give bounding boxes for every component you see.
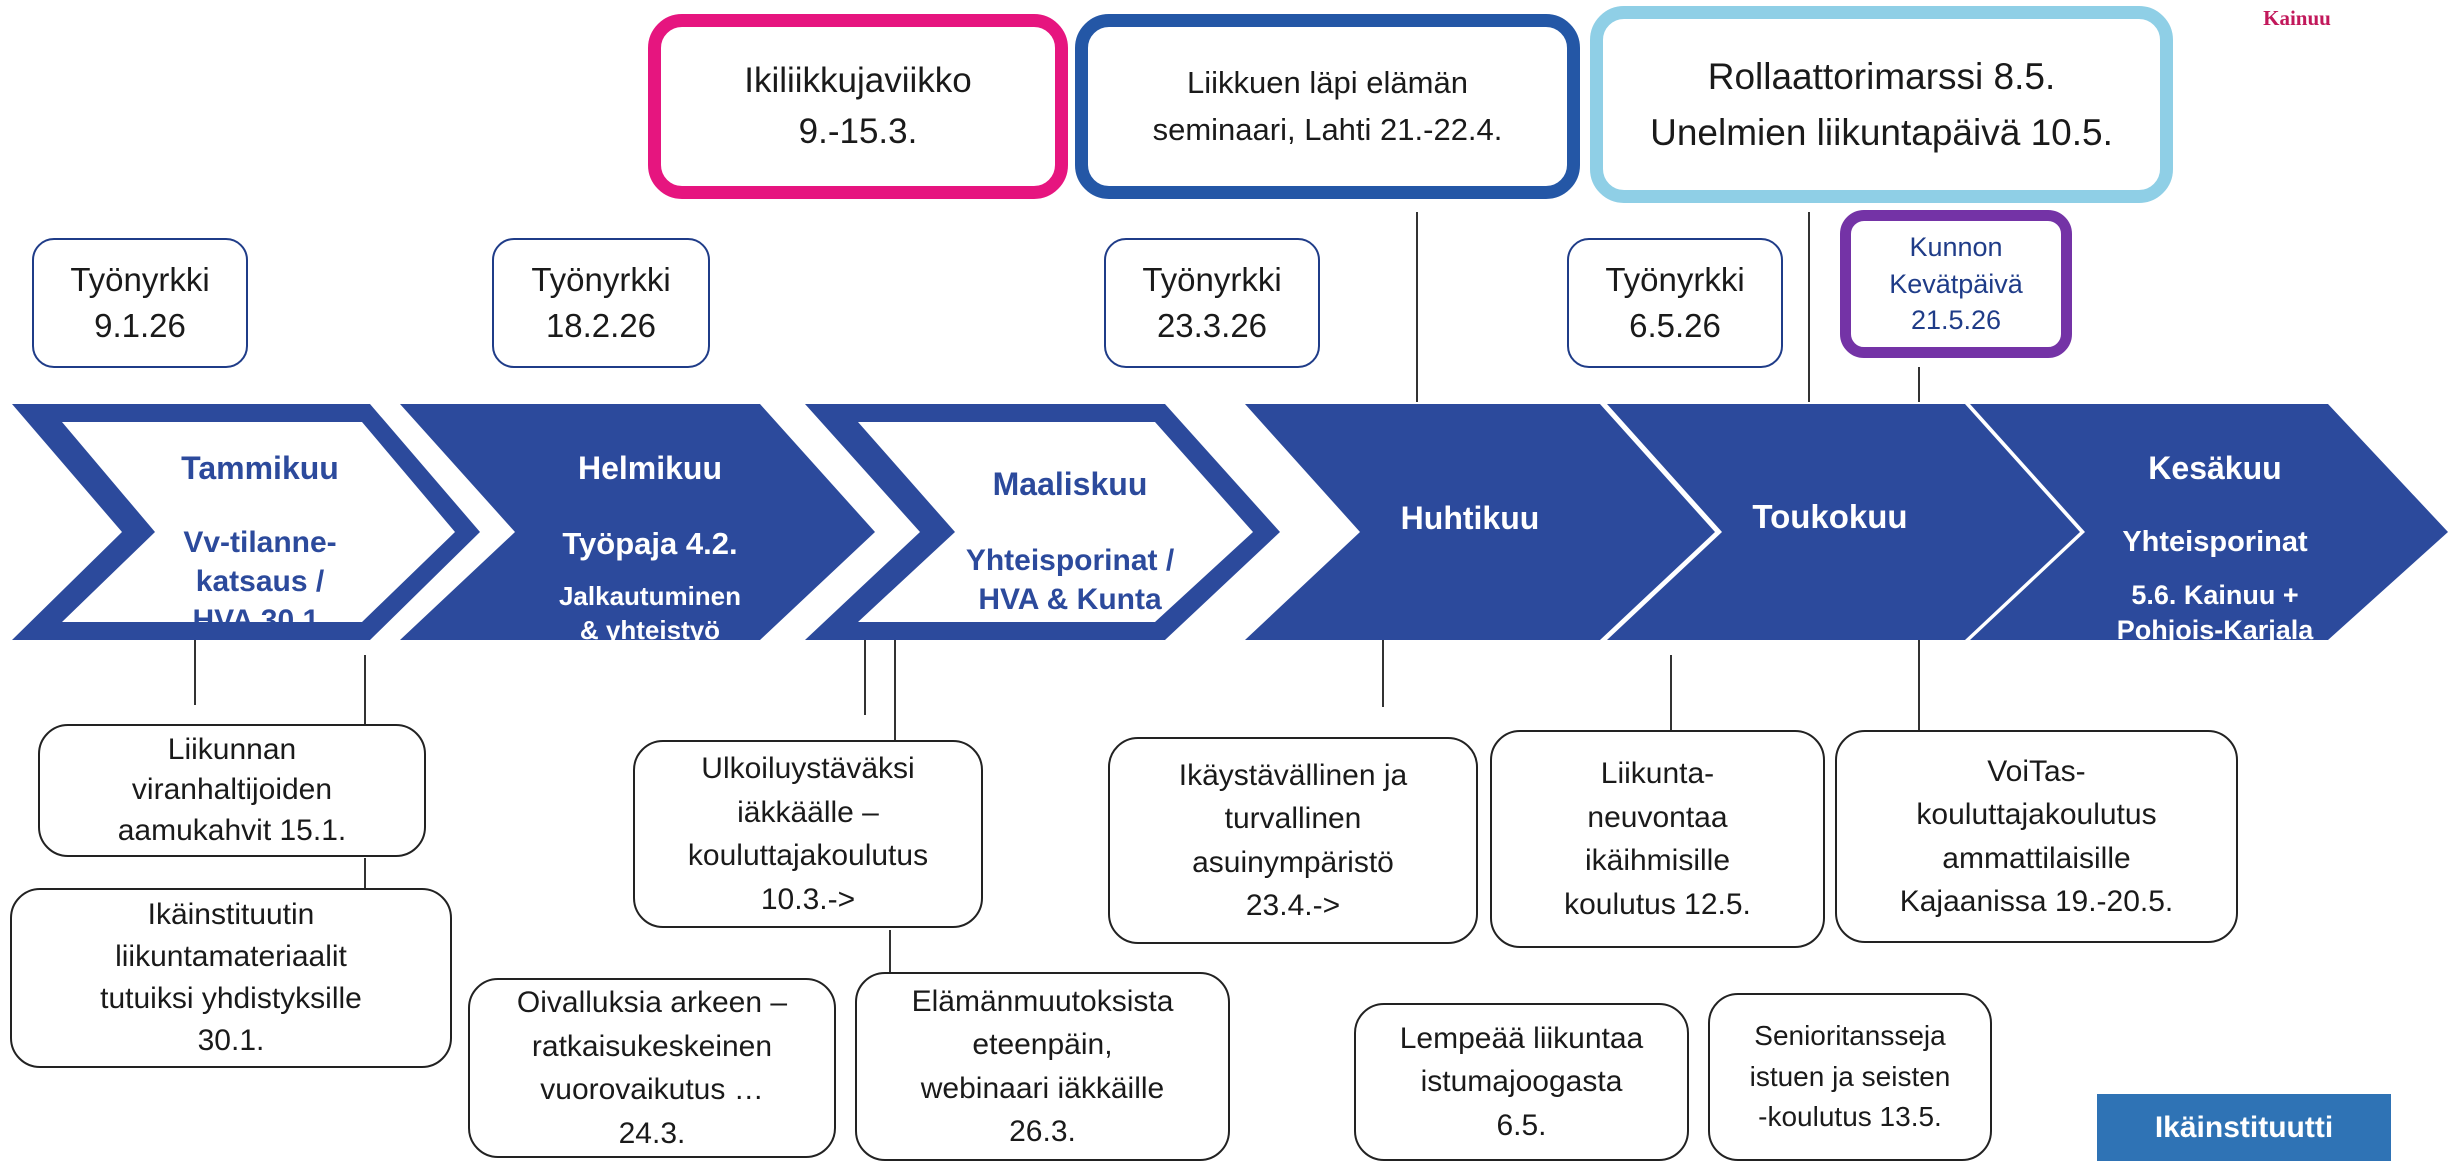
month-detail: Yhteisporinat / HVA & Kunta bbox=[965, 544, 1175, 616]
event-asuinymparisto: Ikäystävällinen ja turvallinen asuinympä… bbox=[1108, 737, 1478, 944]
month-detail: Yhteisporinat bbox=[2122, 526, 2308, 558]
event-text: Ikäystävällinen ja turvallinen asuinympä… bbox=[1178, 758, 1408, 923]
month-detail: Työpaja 4.2. bbox=[562, 526, 738, 561]
chevron-huhtikuu bbox=[1245, 404, 1715, 640]
tyonyrkki-text: Työnyrkki 9.1.26 bbox=[70, 260, 210, 344]
tyonyrkki-box: Työnyrkki 6.5.26 bbox=[1567, 238, 1783, 368]
event-text: Lempeää liikuntaa istumajoogasta 6.5. bbox=[1399, 1021, 1644, 1142]
tyonyrkki-box: Työnyrkki 23.3.26 bbox=[1104, 238, 1320, 368]
tyonyrkki-box: Työnyrkki 18.2.26 bbox=[492, 238, 710, 368]
event-text: Oivalluksia arkeen – ratkaisukeskeinen v… bbox=[516, 986, 788, 1150]
event-liikuntamateriaalit: Ikäinstituutin liikuntamateriaalit tutui… bbox=[10, 888, 452, 1068]
tyonyrkki-text: Työnyrkki 6.5.26 bbox=[1605, 260, 1745, 344]
month-label-huhtikuu: Huhtikuu bbox=[1360, 482, 1580, 555]
month-name: Kesäkuu bbox=[2148, 450, 2282, 486]
event-kunnon-kevatpaiva: Kunnon Kevätpäivä 21.5.26 bbox=[1840, 210, 2072, 358]
tyonyrkki-box: Työnyrkki 9.1.26 bbox=[32, 238, 248, 368]
event-text: Liikkuen läpi elämän seminaari, Lahti 21… bbox=[1152, 65, 1503, 147]
event-text: Ikäinstituutin liikuntamateriaalit tutui… bbox=[100, 898, 362, 1057]
event-text: Elämänmuutoksista eteenpäin, webinaari i… bbox=[911, 984, 1174, 1149]
tyonyrkki-text: Työnyrkki 23.3.26 bbox=[1142, 260, 1282, 344]
event-voitas: VoiTas- kouluttajakoulutus ammattilaisil… bbox=[1835, 730, 2238, 943]
event-rollaattorimarssi: Rollaattorimarssi 8.5. Unelmien liikunta… bbox=[1590, 6, 2173, 203]
event-ikiliikkujaviikko: Ikiliikkujaviikko 9.-15.3. bbox=[648, 14, 1068, 199]
month-label-kesakuu: Kesäkuu Yhteisporinat 5.6. Kainuu + Pohj… bbox=[2085, 432, 2345, 666]
event-senioritanssi: Senioritansseja istuen ja seisten -koulu… bbox=[1708, 993, 1992, 1161]
ikainstituutti-badge: Ikäinstituutti bbox=[2097, 1094, 2391, 1161]
event-liikuntaneuvonta: Liikunta- neuvontaa ikäihmisille koulutu… bbox=[1490, 730, 1825, 948]
event-text: Kunnon Kevätpäivä 21.5.26 bbox=[1889, 232, 2023, 336]
event-text: Ikiliikkujaviikko 9.-15.3. bbox=[744, 60, 972, 151]
month-name: Maaliskuu bbox=[992, 466, 1148, 502]
event-text: Liikunnan viranhaltijoiden aamukahvit 15… bbox=[117, 732, 347, 847]
month-label-helmikuu: Helmikuu Työpaja 4.2. Jalkautuminen & yh… bbox=[520, 432, 780, 666]
month-label-toukokuu: Toukokuu bbox=[1720, 480, 1940, 554]
month-label-maaliskuu: Maaliskuu Yhteisporinat / HVA & Kunta bbox=[935, 448, 1205, 637]
connector-lines bbox=[194, 212, 1920, 978]
event-text: Rollaattorimarssi 8.5. Unelmien liikunta… bbox=[1650, 56, 2113, 153]
event-text: Senioritansseja istuen ja seisten -koulu… bbox=[1749, 1020, 1951, 1133]
chevron-toukokuu bbox=[1607, 404, 2080, 640]
event-seminaari: Liikkuen läpi elämän seminaari, Lahti 21… bbox=[1075, 14, 1580, 199]
tyonyrkki-text: Työnyrkki 18.2.26 bbox=[531, 260, 671, 344]
month-detail-secondary: 5.6. Kainuu + Pohjois-Karjala bbox=[2116, 579, 2314, 645]
event-ulkoiluystavaksi: Ulkoiluystäväksi iäkkäälle – kouluttajak… bbox=[633, 740, 983, 928]
month-name: Helmikuu bbox=[577, 450, 723, 486]
month-name: Tammikuu bbox=[181, 450, 339, 486]
month-name: Huhtikuu bbox=[1400, 500, 1540, 536]
event-elamanmuutoksista: Elämänmuutoksista eteenpäin, webinaari i… bbox=[855, 972, 1230, 1161]
chevron-helmikuu bbox=[400, 404, 875, 640]
month-name: Toukokuu bbox=[1752, 498, 1908, 535]
event-text: Liikunta- neuvontaa ikäihmisille koulutu… bbox=[1564, 757, 1751, 921]
month-detail-secondary: Jalkautuminen & yhteistyö bbox=[558, 581, 742, 645]
event-aamukahvit: Liikunnan viranhaltijoiden aamukahvit 15… bbox=[38, 724, 426, 857]
month-detail: Vv-tilanne- katsaus / HVA 30.1. bbox=[183, 526, 337, 637]
month-label-tammikuu: Tammikuu Vv-tilanne- katsaus / HVA 30.1. bbox=[140, 432, 380, 658]
logo-text: Kainuu bbox=[2263, 6, 2331, 30]
event-text: Ulkoiluystäväksi iäkkäälle – kouluttajak… bbox=[687, 752, 929, 916]
chevron-kesakuu bbox=[1970, 404, 2448, 640]
event-lempeaa-liikuntaa: Lempeää liikuntaa istumajoogasta 6.5. bbox=[1354, 1003, 1689, 1161]
event-oivalluksia: Oivalluksia arkeen – ratkaisukeskeinen v… bbox=[468, 978, 836, 1158]
event-text: VoiTas- kouluttajakoulutus ammattilaisil… bbox=[1899, 754, 2174, 919]
